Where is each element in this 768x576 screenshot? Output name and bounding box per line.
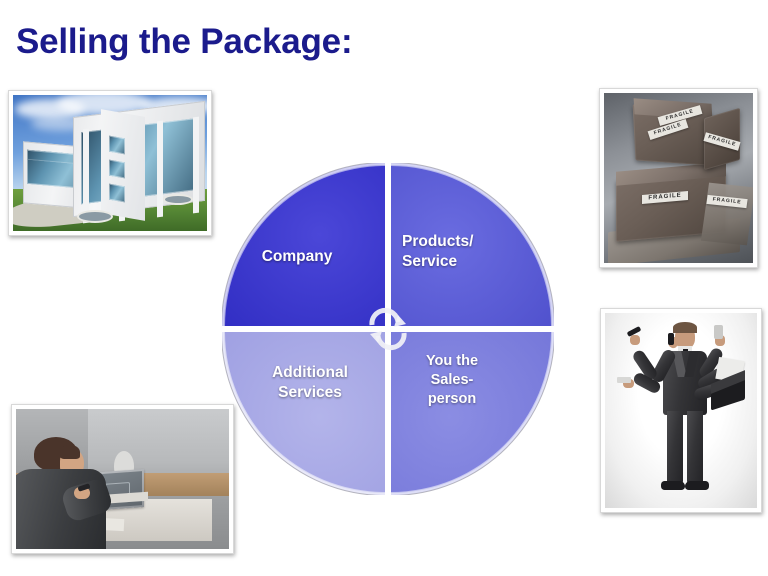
quadrant-products-service[interactable] (391, 163, 554, 326)
office-building-artwork (13, 95, 207, 231)
business-meeting-artwork (16, 409, 229, 549)
image-office-building (8, 90, 212, 236)
cycle-arrows-icon (362, 303, 414, 355)
quadrant-company[interactable] (222, 163, 385, 326)
image-business-meeting (11, 404, 234, 554)
image-parcels: FRAGILE FRAGILE FRAGILE FRAGILE FRAGILE (599, 88, 758, 268)
quadrant-you-the-salesperson[interactable] (391, 332, 554, 495)
four-quadrant-diagram (222, 163, 554, 495)
parcels-artwork: FRAGILE FRAGILE FRAGILE FRAGILE FRAGILE (604, 93, 753, 263)
page-title: Selling the Package: (16, 22, 353, 61)
image-multitasking-businessman (600, 308, 762, 513)
multitasking-businessman-artwork (605, 313, 757, 508)
quadrant-additional-services[interactable] (222, 332, 385, 495)
